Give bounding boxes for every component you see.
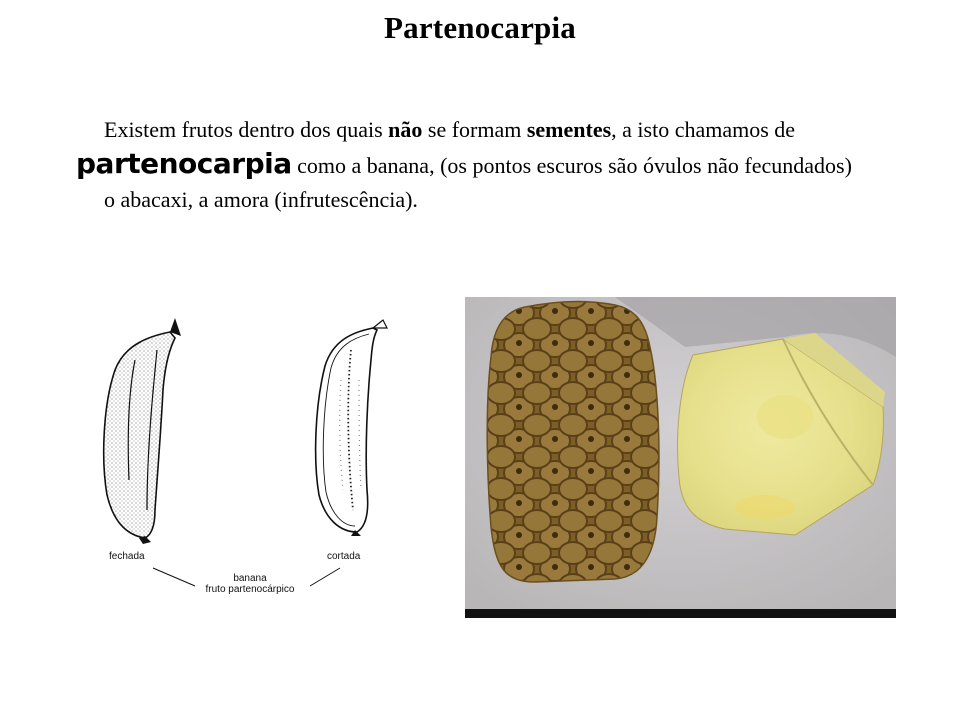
para-text-5: o abacaxi, a amora (infrutescência).: [104, 187, 418, 212]
caption-parthenocarpic: fruto partenocárpico: [205, 584, 295, 595]
label-cut: cortada: [327, 551, 361, 562]
banana-figure: fechada cortada banana fruto partenocárp…: [95, 310, 405, 600]
para-text-1: Existem frutos dentro dos quais: [104, 117, 389, 142]
para-bold-sementes: sementes: [526, 117, 612, 142]
body-paragraph: Existem frutos dentro dos quais não se f…: [76, 113, 876, 217]
slide-title: Partenocarpia: [384, 10, 576, 45]
banana-closed-icon: [102, 318, 181, 544]
banana-illustration-icon: [102, 318, 388, 587]
pineapple-image-icon: [465, 297, 896, 618]
pineapple-photo: [465, 297, 896, 618]
para-text-2: se formam: [422, 117, 527, 142]
para-bold-nao: não: [388, 117, 423, 142]
para-bold-partenocarpia: partenocarpia: [76, 147, 292, 180]
label-closed: fechada: [109, 551, 145, 562]
banana-cut-icon: [314, 319, 388, 536]
para-text-3: , a isto chamamos de: [611, 117, 796, 142]
caption-banana: banana: [233, 573, 267, 584]
para-text-4: como a banana, (os pontos escuros são óv…: [291, 153, 852, 178]
